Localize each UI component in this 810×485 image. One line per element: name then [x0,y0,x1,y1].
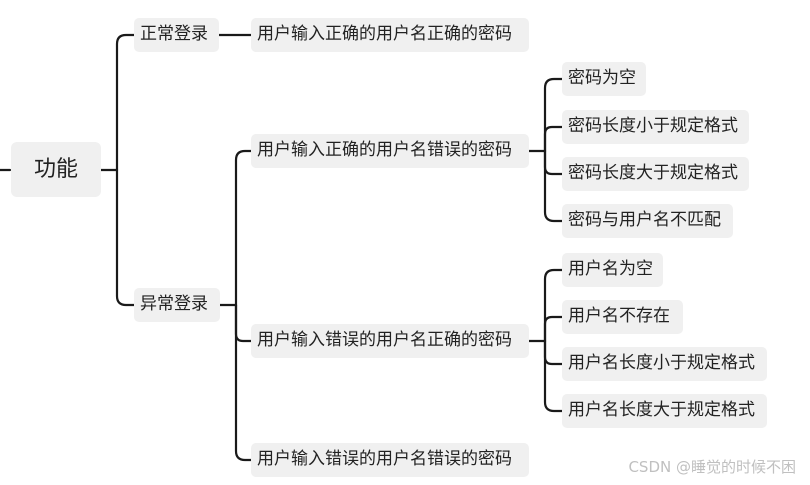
link-case-1-to-child-4 [543,149,564,223]
link-case-1-to-child-2 [543,125,564,153]
node-case-wrong-user-correct-pwd: 用户输入错误的用户名正确的密码 [251,324,529,358]
node-username-too-long: 用户名长度大于规定格式 [562,394,767,428]
watermark: CSDN @睡觉的时候不困 [628,458,796,476]
link-case-2-to-child-4 [543,339,564,413]
link-to-normal-login [115,33,136,172]
link-abnormal-to-case-2 [234,303,253,343]
node-normal-login: 正常登录 [134,18,219,52]
node-username-not-exist: 用户名不存在 [562,300,683,334]
link-to-abnormal-login [115,168,136,307]
node-username-too-short: 用户名长度小于规定格式 [562,347,767,381]
link-case-2-to-child-2 [543,315,564,343]
link-case-2-to-child-3 [543,339,564,366]
link-case-2-to-child-1 [543,268,564,343]
node-pwd-too-long: 密码长度大于规定格式 [562,157,749,191]
node-normal-case: 用户输入正确的用户名正确的密码 [251,18,529,52]
node-pwd-empty: 密码为空 [562,62,646,96]
root-node: 功能 [11,142,101,197]
link-case-1-to-child-3 [543,149,564,176]
node-username-empty: 用户名为空 [562,253,663,287]
node-case-correct-user-wrong-pwd: 用户输入正确的用户名错误的密码 [251,134,529,168]
link-abnormal-to-case-1 [234,149,253,307]
node-abnormal-login: 异常登录 [134,288,220,322]
node-pwd-too-short: 密码长度小于规定格式 [562,110,749,144]
link-abnormal-to-case-3 [234,303,253,462]
link-case-1-to-child-1 [543,77,564,153]
node-case-wrong-user-wrong-pwd: 用户输入错误的用户名错误的密码 [251,443,529,477]
node-pwd-user-mismatch: 密码与用户名不匹配 [562,204,733,238]
